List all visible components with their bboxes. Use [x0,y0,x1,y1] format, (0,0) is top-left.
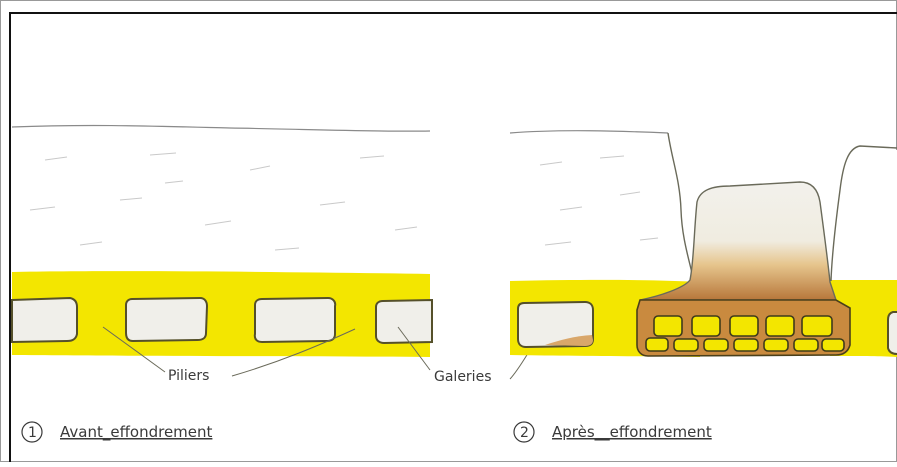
caption-number: 1 [28,425,37,441]
pillar [126,298,207,341]
pillar [376,300,432,343]
crushed-pillar [734,339,758,351]
caption-text: Après__effondrement [552,423,712,442]
crushed-pillar [654,316,682,336]
piliers-label: Piliers [168,368,209,384]
crushed-pillar [704,339,728,351]
crushed-pillars [646,316,844,351]
pillar [888,312,897,354]
crushed-pillar [692,316,720,336]
pillar [12,298,77,342]
crushed-pillar [674,339,698,351]
crushed-pillar [822,339,844,351]
crushed-pillar [802,316,832,336]
caption-number: 2 [520,425,529,441]
caption-text: Avant_effondrement [60,423,213,442]
crushed-pillar [794,339,818,351]
galeries-label: Galeries [434,369,491,385]
crushed-pillar [764,339,788,351]
crushed-pillar [766,316,794,336]
pillar [255,298,335,342]
crushed-pillar [646,338,668,351]
crushed-pillar [730,316,758,336]
